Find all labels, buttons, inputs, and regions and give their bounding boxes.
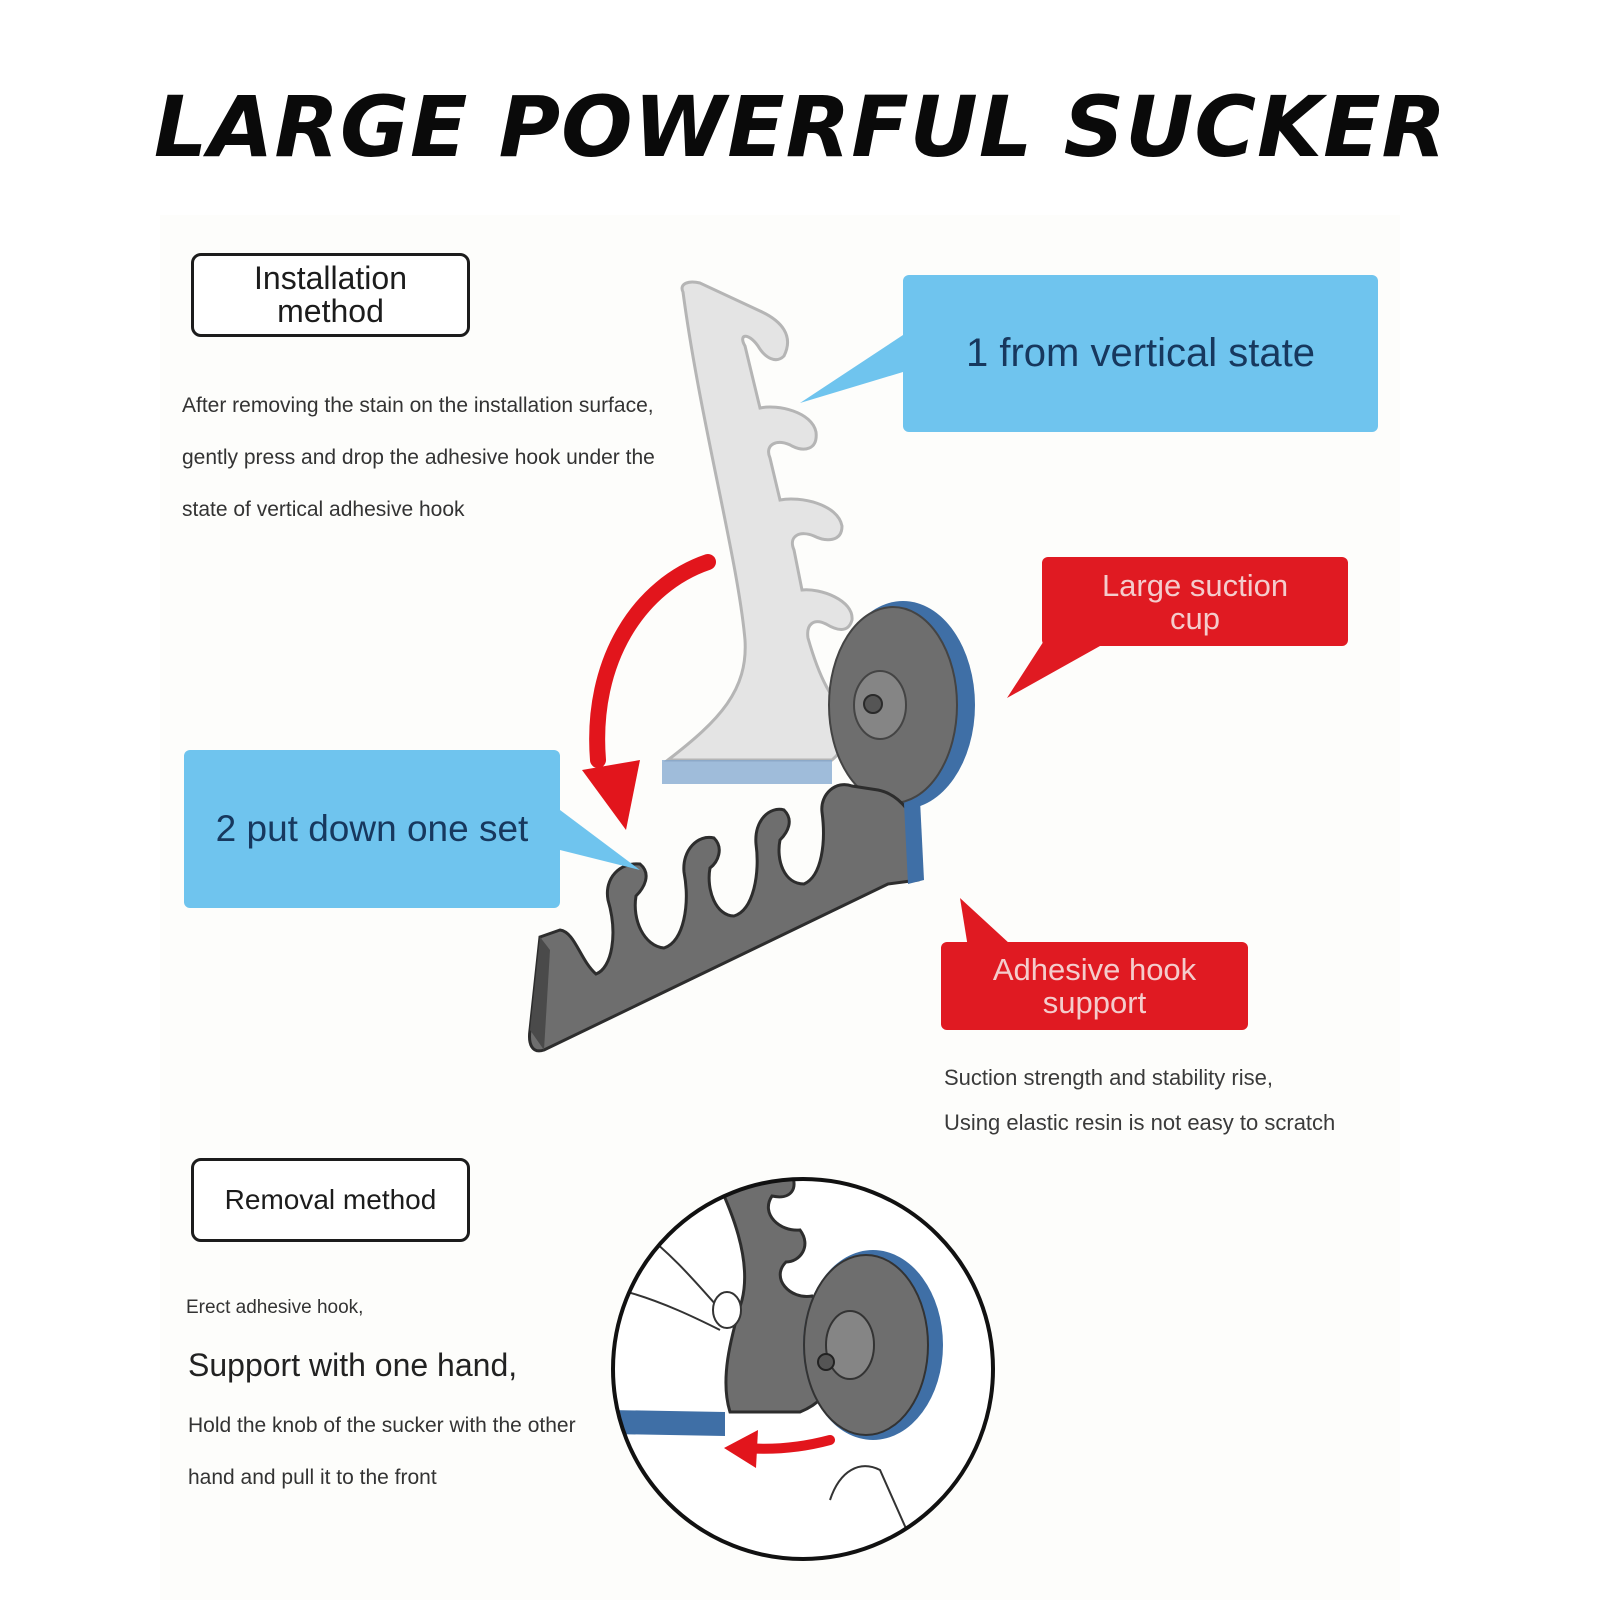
callout-hook-support-bubble bbox=[941, 898, 1248, 1030]
removal-step-3: Hold the knob of the sucker with the oth… bbox=[188, 1414, 576, 1489]
installation-method-label: Installation method bbox=[191, 253, 470, 337]
rotate-down-arrow bbox=[582, 554, 716, 830]
installation-method-label-text: Installation method bbox=[254, 260, 407, 329]
callout-step1-bubble bbox=[800, 275, 1378, 432]
suction-cup-illustration bbox=[828, 601, 975, 809]
lowered-hook-illustration bbox=[528, 783, 924, 1053]
callout-suction-cup-bubble bbox=[1007, 557, 1348, 698]
suction-note-line2: Using elastic resin is not easy to scrat… bbox=[944, 1110, 1336, 1135]
removal-step-1: Erect adhesive hook, bbox=[186, 1297, 364, 1318]
headline: LARGE POWERFUL SUCKER bbox=[153, 78, 1448, 176]
callout-step2-bubble bbox=[184, 750, 640, 908]
callout-step2-text: 2 put down one set bbox=[215, 808, 529, 849]
callout-suction-cup-text: Large suction cup bbox=[1101, 567, 1289, 636]
removal-inset bbox=[611, 1177, 995, 1561]
installation-instructions: After removing the stain on the installa… bbox=[182, 394, 655, 521]
removal-method-label-text: Removal method bbox=[224, 1184, 437, 1215]
removal-step-2: Support with one hand, bbox=[188, 1347, 518, 1383]
suction-note-line1: Suction strength and stability rise, bbox=[944, 1065, 1273, 1090]
vertical-hook-illustration bbox=[662, 280, 854, 784]
callout-hook-support-text: Adhesive hook support bbox=[992, 952, 1197, 1020]
removal-method-label: Removal method bbox=[191, 1158, 470, 1242]
callout-step1-text: 1 from vertical state bbox=[965, 331, 1315, 375]
